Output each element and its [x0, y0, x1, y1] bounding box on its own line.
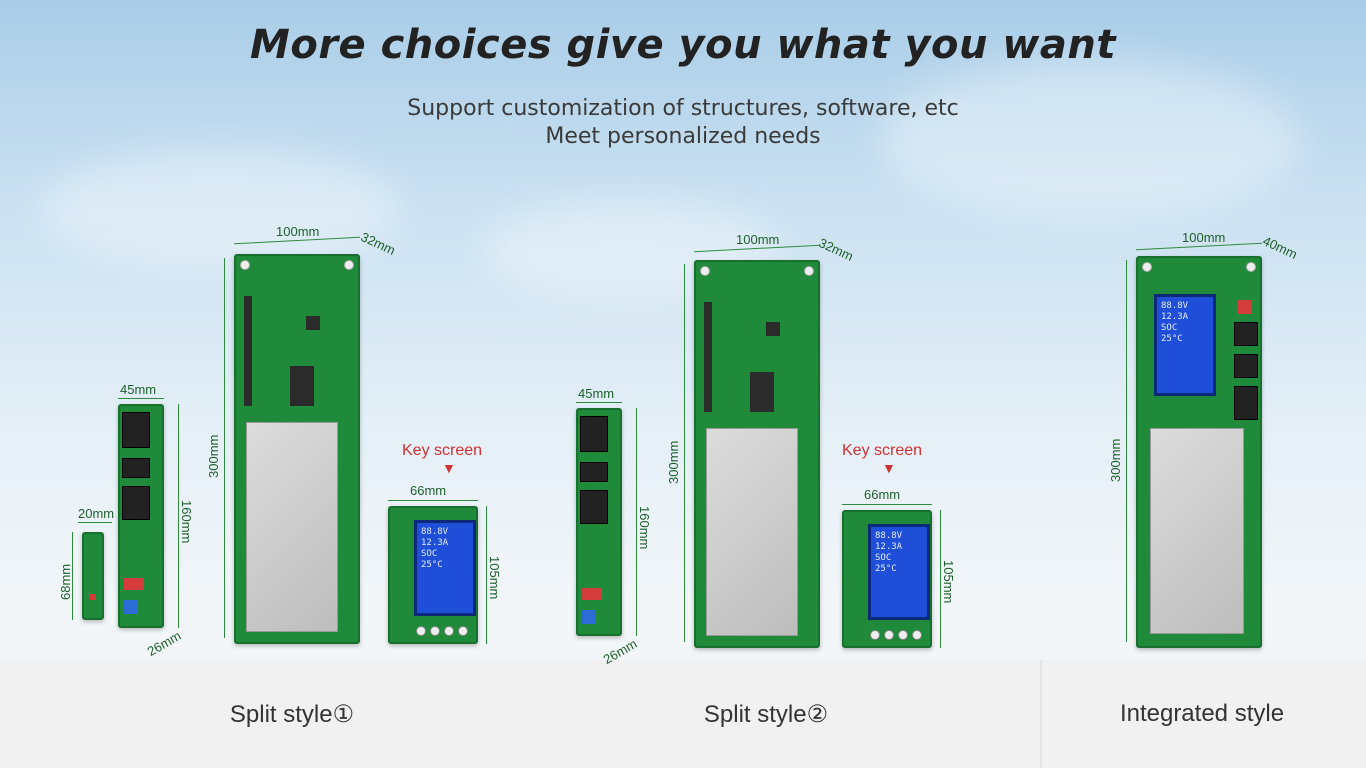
dimension-line — [118, 398, 164, 399]
key-button — [912, 630, 922, 640]
board-switch — [90, 594, 96, 600]
board-connector — [580, 462, 608, 482]
cloud-decoration — [880, 60, 1300, 220]
board-connector — [122, 486, 150, 520]
key-button — [884, 630, 894, 640]
chip — [290, 366, 314, 406]
display-floor — [0, 660, 1366, 768]
chip — [306, 316, 320, 330]
chip — [766, 322, 780, 336]
dimension-line — [1126, 260, 1127, 642]
board-switch — [582, 588, 602, 600]
dim-small-width: 20mm — [78, 506, 115, 521]
board-connector — [122, 458, 150, 478]
heatsink-plate — [246, 422, 338, 632]
floor-divider — [1040, 660, 1042, 768]
dim-side-width: 45mm — [120, 382, 157, 397]
key-button — [870, 630, 880, 640]
mount-hole — [1246, 262, 1256, 272]
key-screen-label: Key screen — [402, 442, 483, 459]
dim-main-width: 100mm — [736, 232, 780, 247]
dimension-line — [684, 264, 685, 642]
key-button — [416, 626, 426, 636]
dimension-line — [78, 522, 112, 523]
heatsink-plate — [1150, 428, 1244, 634]
subtitle-line-1: Support customization of structures, sof… — [407, 96, 959, 121]
key-button — [458, 626, 468, 636]
dimension-line — [636, 408, 637, 636]
subtitle-line-2: Meet personalized needs — [545, 124, 821, 149]
side-board — [118, 404, 164, 628]
mount-hole — [700, 266, 710, 276]
dimension-line — [178, 404, 179, 628]
dimension-line — [576, 402, 622, 403]
dimension-line — [842, 504, 932, 505]
board-switch — [124, 578, 144, 590]
heatsink-plate — [706, 428, 798, 636]
mount-hole — [344, 260, 354, 270]
caption-integrated-style: Integrated style — [1119, 700, 1285, 727]
main-board — [234, 254, 360, 644]
mount-hole — [240, 260, 250, 270]
board-connector — [1234, 354, 1258, 378]
dimension-line — [72, 532, 73, 620]
dim-side-height: 160mm — [179, 500, 194, 544]
dim-side-height: 160mm — [637, 506, 652, 550]
dimension-line — [940, 510, 941, 648]
dimension-line — [224, 258, 225, 638]
dim-screen-width: 66mm — [410, 483, 447, 498]
key-button — [898, 630, 908, 640]
side-board — [576, 408, 622, 636]
dim-main-height: 300mm — [206, 434, 221, 478]
caption-split-style-2: Split style② — [703, 701, 829, 728]
board-connector — [1234, 386, 1258, 420]
board-connector — [580, 490, 608, 524]
mount-hole — [804, 266, 814, 276]
key-screen-label: Key screen — [842, 442, 923, 459]
board-switch — [1238, 300, 1252, 314]
pin-header — [244, 296, 252, 406]
dim-main-depth: 32mm — [816, 235, 856, 264]
cloud-decoration — [40, 150, 400, 270]
dim-screen-width: 66mm — [864, 487, 901, 502]
small-board — [82, 532, 104, 620]
key-button — [430, 626, 440, 636]
key-button — [444, 626, 454, 636]
dim-main-height: 300mm — [1108, 438, 1123, 482]
dimension-line — [486, 506, 487, 644]
dim-small-height: 68mm — [58, 563, 73, 600]
board-connector — [1234, 322, 1258, 346]
pin-header — [704, 302, 712, 412]
chip — [750, 372, 774, 412]
page-title: More choices give you what you want — [250, 22, 1116, 68]
dim-screen-height: 105mm — [487, 556, 502, 600]
board-connector — [580, 416, 608, 452]
board-switch — [582, 610, 596, 624]
arrow-down-icon: ▼ — [442, 460, 456, 476]
board-connector — [122, 412, 150, 448]
dim-main-width: 100mm — [276, 224, 320, 239]
dimension-line — [388, 500, 478, 501]
dim-main-height: 300mm — [666, 440, 681, 484]
dim-main-width: 100mm — [1182, 230, 1226, 245]
main-board — [694, 260, 820, 648]
arrow-down-icon: ▼ — [882, 460, 896, 476]
mount-hole — [1142, 262, 1152, 272]
caption-split-style-1: Split style① — [229, 701, 355, 728]
dim-screen-height: 105mm — [941, 560, 956, 604]
dim-side-depth: 26mm — [144, 627, 184, 660]
dim-side-width: 45mm — [578, 386, 615, 401]
dim-main-depth: 40mm — [1260, 233, 1300, 262]
board-switch — [124, 600, 138, 614]
